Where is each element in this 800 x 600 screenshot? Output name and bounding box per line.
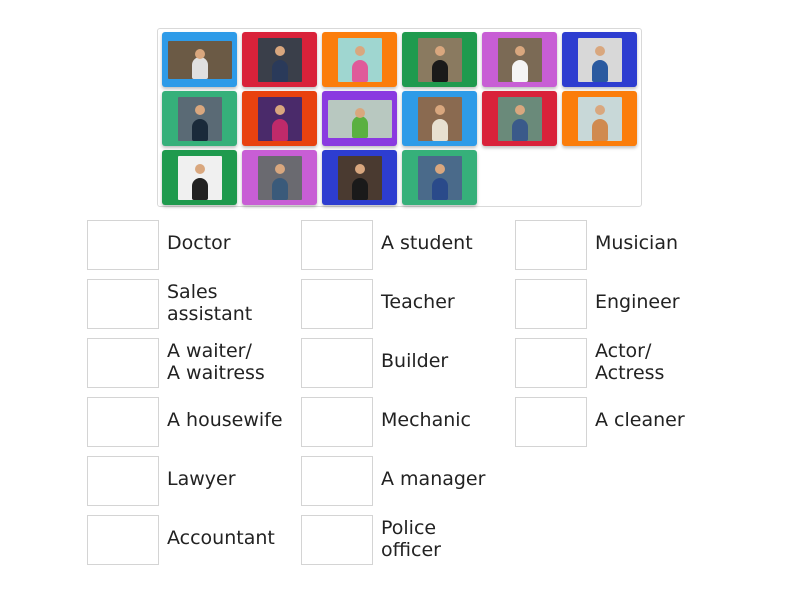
drop-slot-col2-1[interactable] <box>301 220 373 270</box>
drop-slot-col2-5[interactable] <box>301 456 373 506</box>
person-head <box>354 163 365 174</box>
person-head <box>354 107 365 118</box>
person-head <box>274 104 285 115</box>
occupation-picture <box>257 155 302 200</box>
image-tile-10[interactable] <box>402 91 477 146</box>
person-head <box>514 104 525 115</box>
person-figure <box>511 59 528 82</box>
person-figure <box>431 59 448 82</box>
image-bank <box>157 28 642 207</box>
drop-slot-col3-1[interactable] <box>515 220 587 270</box>
drop-slot-col2-2[interactable] <box>301 279 373 329</box>
occupation-picture <box>577 96 622 141</box>
drop-slot-col1-3[interactable] <box>87 338 159 388</box>
occupation-label: A waiter/A waitress <box>167 340 265 384</box>
occupation-label: Builder <box>381 350 449 372</box>
occupation-picture <box>497 37 542 82</box>
image-tile-11[interactable] <box>482 91 557 146</box>
person-head <box>594 104 605 115</box>
occupation-picture <box>177 155 222 200</box>
occupation-picture <box>417 37 462 82</box>
occupation-label: A housewife <box>167 409 283 431</box>
image-tile-6[interactable] <box>562 32 637 87</box>
occupation-picture <box>337 155 382 200</box>
occupation-label: Mechanic <box>381 409 471 431</box>
image-tile-14[interactable] <box>242 150 317 205</box>
occupation-label: Teacher <box>381 291 455 313</box>
occupation-label: A student <box>381 232 473 254</box>
image-tile-2[interactable] <box>242 32 317 87</box>
person-figure <box>271 177 288 200</box>
person-head <box>514 45 525 56</box>
occupation-picture <box>577 37 622 82</box>
person-head <box>354 45 365 56</box>
person-head <box>274 163 285 174</box>
person-head <box>274 45 285 56</box>
drop-slot-col1-2[interactable] <box>87 279 159 329</box>
image-tile-13[interactable] <box>162 150 237 205</box>
person-head <box>434 163 445 174</box>
occupation-picture <box>167 40 232 79</box>
image-tile-7[interactable] <box>162 91 237 146</box>
image-tile-4[interactable] <box>402 32 477 87</box>
drop-slot-col2-4[interactable] <box>301 397 373 447</box>
occupation-label: Accountant <box>167 527 275 549</box>
occupation-label: Lawyer <box>167 468 236 490</box>
occupation-label: Engineer <box>595 291 680 313</box>
image-tile-12[interactable] <box>562 91 637 146</box>
person-head <box>194 48 205 59</box>
drop-slot-col2-3[interactable] <box>301 338 373 388</box>
person-figure <box>191 177 208 200</box>
drop-slot-col3-2[interactable] <box>515 279 587 329</box>
drop-slot-col1-5[interactable] <box>87 456 159 506</box>
person-head <box>194 104 205 115</box>
person-head <box>594 45 605 56</box>
occupation-picture <box>257 37 302 82</box>
occupation-label: A manager <box>381 468 486 490</box>
occupation-picture <box>417 96 462 141</box>
occupation-label: Musician <box>595 232 679 254</box>
person-figure <box>431 118 448 141</box>
image-tile-9[interactable] <box>322 91 397 146</box>
person-head <box>194 163 205 174</box>
occupation-picture <box>257 96 302 141</box>
person-figure <box>191 118 208 141</box>
image-tile-8[interactable] <box>242 91 317 146</box>
person-head <box>434 104 445 115</box>
drop-slot-col3-4[interactable] <box>515 397 587 447</box>
person-figure <box>191 56 208 79</box>
drop-slot-col1-1[interactable] <box>87 220 159 270</box>
person-figure <box>351 59 368 82</box>
image-tile-5[interactable] <box>482 32 557 87</box>
occupation-picture <box>177 96 222 141</box>
occupation-picture <box>497 96 542 141</box>
drop-slot-col3-3[interactable] <box>515 338 587 388</box>
person-head <box>434 45 445 56</box>
occupation-label: A cleaner <box>595 409 685 431</box>
drop-slot-col1-6[interactable] <box>87 515 159 565</box>
person-figure <box>591 118 608 141</box>
person-figure <box>431 177 448 200</box>
occupation-picture <box>327 99 392 138</box>
occupation-picture <box>337 37 382 82</box>
occupation-label: Doctor <box>167 232 231 254</box>
drop-slot-col1-4[interactable] <box>87 397 159 447</box>
image-tile-15[interactable] <box>322 150 397 205</box>
person-figure <box>271 118 288 141</box>
person-figure <box>271 59 288 82</box>
person-figure <box>511 118 528 141</box>
image-tile-1[interactable] <box>162 32 237 87</box>
image-tile-3[interactable] <box>322 32 397 87</box>
image-tile-16[interactable] <box>402 150 477 205</box>
person-figure <box>351 115 368 138</box>
occupation-label: Actor/Actress <box>595 340 665 384</box>
drop-slot-col2-6[interactable] <box>301 515 373 565</box>
person-figure <box>591 59 608 82</box>
person-figure <box>351 177 368 200</box>
occupation-picture <box>417 155 462 200</box>
